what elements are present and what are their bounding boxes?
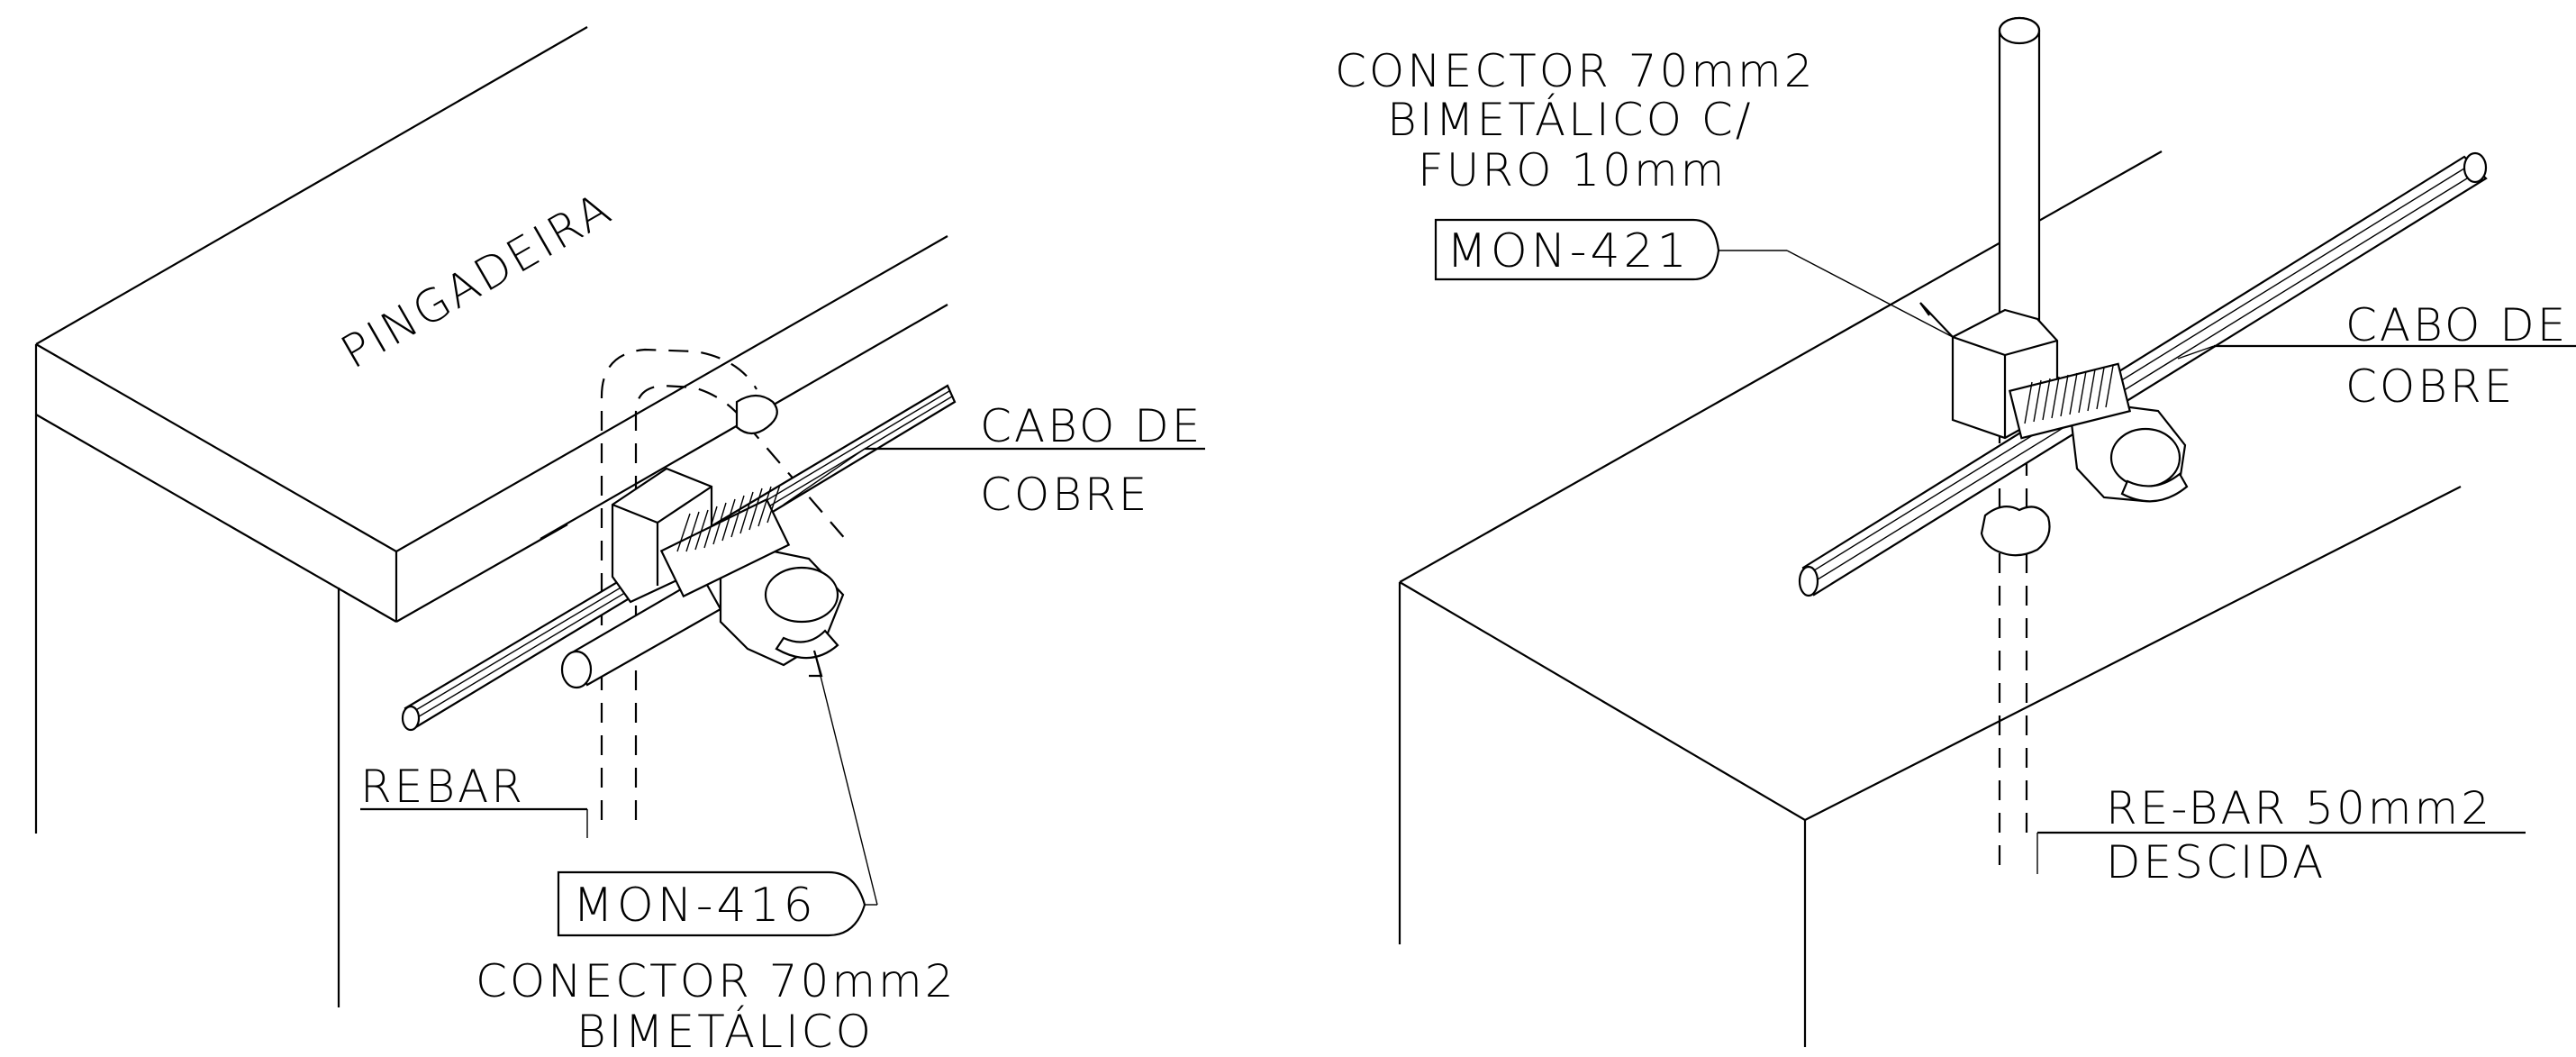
pingadeira-slab	[34, 26, 948, 1007]
connector-label-right-2: BIMETÁLICO C/	[1387, 93, 1754, 146]
copper-cable-right	[1798, 151, 2488, 597]
connector-label-right-1: CONECTOR 70mm2	[1335, 45, 1816, 97]
leader-lines-left	[360, 447, 1205, 906]
sealant-blob-right	[1980, 506, 2051, 557]
cable-label-right-1: CABO DE	[2345, 299, 2568, 351]
cable-label-right-2: COBRE	[2345, 360, 2515, 413]
left-detail: MON-416 PINGADEIRA CABO DE COBRE REBAR C…	[34, 26, 1205, 1057]
cable-label-left-2: COBRE	[980, 469, 1149, 521]
threaded-stud-right	[2008, 362, 2132, 440]
rebar-label-right-1: RE-BAR 50mm2	[2106, 782, 2492, 834]
connector-body-right	[1951, 308, 2189, 503]
right-detail: MON-421 CONECTOR 70mm2 BIMETÁLICO C/ FUR…	[1335, 16, 2576, 1047]
rebar-label-right-2: DESCIDA	[2106, 836, 2326, 888]
threaded-stud-left	[659, 484, 791, 598]
sealant-blob-left	[735, 394, 778, 435]
leader-lines-right	[1719, 250, 2576, 874]
tag-label-left: MON-416	[573, 879, 817, 933]
vertical-rod-right	[1998, 16, 2041, 874]
pingadeira-label: PINGADEIRA	[332, 182, 621, 379]
connector-label-left-1: CONECTOR 70mm2	[476, 955, 957, 1007]
rebar-label-left: REBAR	[360, 761, 525, 813]
connector-label-right-3: FURO 10mm	[1418, 144, 1727, 196]
tag-mon-421: MON-421	[1434, 218, 1720, 281]
connector-label-left-2: BIMETÁLICO	[576, 1005, 874, 1057]
cable-label-left-1: CABO DE	[980, 400, 1202, 452]
tag-mon-416: MON-416	[557, 870, 877, 937]
tag-label-right: MON-421	[1447, 224, 1691, 278]
